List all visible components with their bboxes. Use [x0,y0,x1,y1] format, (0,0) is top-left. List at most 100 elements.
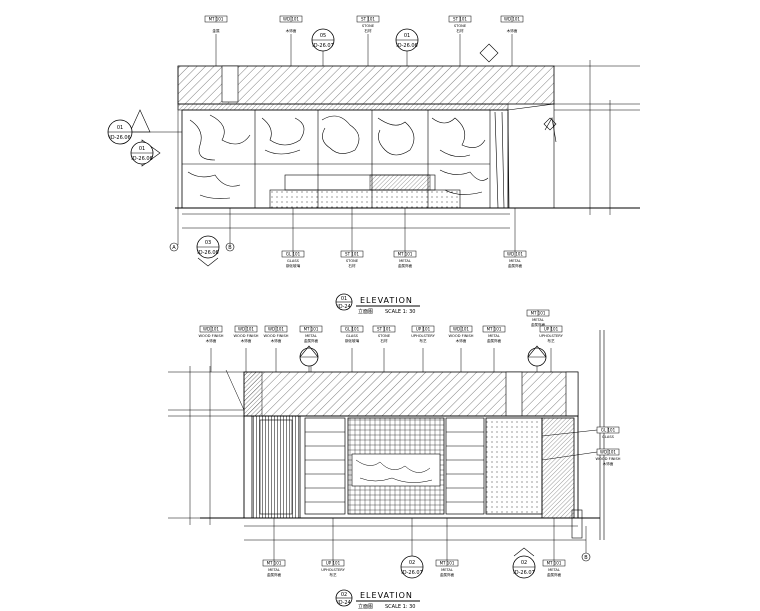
central-stone-feature [351,453,441,487]
tag-tb-1-name: GLASS [287,259,300,263]
tag-top-4-code: ST 101 [453,17,467,22]
level-marks-right [554,60,640,215]
section-bubble-b2: 01 ID-26.06 [130,139,161,167]
side-tag-wood: WD 101 WOOD FINISH 木饰面 [541,448,621,466]
perforated-panel [485,417,543,515]
tag-bottom-6-code: ST 101 [377,327,391,332]
top-tags-row: MT 101 金属 WD 101 木饰面 ST 101 STONE 石材 ST … [204,15,524,66]
title-01-label: ELEVATION [360,296,413,305]
tag-bottom-2-name: WOOD FINISH [234,334,259,338]
tag-bottom-2-cn: 木饰面 [241,338,252,343]
ceiling-box [221,65,239,103]
level-marks-left [168,366,245,525]
section-bubble-b5: 01 ID-26.06 [395,28,419,66]
title-01-scale: SCALE 1: 30 [385,309,415,315]
bottom-low-tags-row: MT 101 METAL 金属饰面 UP 101 UPHOLSTERY 布艺 M… [262,518,566,577]
tag-tb-3-name: METAL [399,259,411,263]
title-block-01: 01 ID-24 ELEVATION 立面图 SCALE 1: 30 [335,293,420,315]
side-tags: GL 101 GLASS WD 101 WOOD FINISH 木饰面 [541,426,621,466]
section-bubble-bottom-2: 02 ID-26.07 [512,547,536,579]
tag-top-3: ST 101 STONE 石材 [356,15,380,66]
tag-top-1: MT 101 金属 [204,15,228,66]
bubble-b6-top: 02 [409,560,415,566]
elevation-02: B [168,330,605,562]
bubble-b7-top: 02 [521,560,527,566]
bubble-b4-top: 05 [320,33,326,39]
tag-tb-4-name: METAL [509,259,521,263]
tag-bottom-3-cn: 木饰面 [271,338,282,343]
bubble-b5-top: 01 [404,33,410,39]
display-shelf-right [445,417,485,515]
grid-label-left-b: B [228,245,232,251]
counter-hatch [369,174,431,191]
ceiling-bulkhead-2 [243,371,579,417]
tag-top-4-cn: 石材 [456,28,464,33]
title-02-code: 02 [341,592,347,598]
tag-bl-2: UP 101 UPHOLSTERY 布艺 [321,518,346,577]
tag-bottom-10-name: UPHOLSTERY [539,334,563,338]
tag-bl-2-cn: 布艺 [329,572,337,577]
tag-top-3-name: STONE [362,24,375,28]
grid-bubble-left-a [169,242,179,252]
tag-metal-top-code: MT 101 [531,311,546,316]
top-bottom-tags-row: GL 101 GLASS 钢化玻璃 ST 101 STONE 石材 MT 101… [281,208,527,268]
tag-bottom-1-cn: 木饰面 [206,338,217,343]
bubble-b4-bottom: ID-26.07 [312,43,333,49]
tag-metal-top-cn: 金属饰面 [531,322,546,327]
ceiling-box-right-2 [505,371,523,417]
tag-bottom-7-cn: 布艺 [419,338,427,343]
section-diamond-top [479,43,499,63]
bubble-b2-top: 01 [139,146,145,152]
ceiling-box-left-2 [243,371,263,417]
tag-bl-3-cn: 金属饰面 [440,572,455,577]
tag-bl-3: MT 101 METAL 金属饰面 [435,518,459,577]
tag-bl-3-name: METAL [441,568,453,572]
bubble-b1-bottom: ID-26.06 [109,135,130,141]
tag-bottom-7-code: UP 101 [416,327,431,332]
tag-bottom-9-cn: 金属饰面 [487,338,502,343]
counter-base [269,189,461,209]
right-return-wall [507,103,555,208]
title-02-sheet: ID-24 [337,600,351,606]
tag-top-2-code: WD 101 [283,17,299,22]
tag-bottom-6-cn: 石材 [380,338,388,343]
tag-top-2: WD 101 木饰面 [279,15,303,66]
tag-bottom-4-code: MT 101 [304,327,319,332]
tag-tb-4-code: WD 101 [507,252,523,257]
tag-tb-1-cn: 钢化玻璃 [286,263,301,268]
shelf-lines-right [446,431,484,503]
grid-label-right-b: B [584,555,588,561]
tag-tb-3-code: MT 101 [398,252,413,257]
side-tag-wood-cn: 木饰面 [603,461,614,466]
section-bubble-b3: 03 ID-26.06 [196,235,220,267]
tag-bottom-5-name: GLASS [346,334,359,338]
title-02-cn: 立面图 [358,603,373,610]
tag-bottom-8-name: WOOD FINISH [449,334,474,338]
grid-bubble-left-b [225,242,235,252]
tag-bottom-5-cn: 钢化玻璃 [345,338,360,343]
tag-bottom-10-cn: 布艺 [547,338,555,343]
tag-tb-4: WD 101 METAL 金属饰面 [503,208,527,268]
title-01-sheet: ID-24 [337,304,351,310]
side-tag-wood-name: WOOD FINISH [596,457,621,461]
title-block-02: 02 ID-24 ELEVATION 立面图 SCALE 1: 30 [335,589,420,610]
elevation-01: A B [169,60,640,252]
tag-bl-4: MT 101 METAL 金属饰面 [542,518,566,577]
bubble-b5-bottom: ID-26.06 [396,43,417,49]
tag-bl-3-code: MT 101 [440,561,455,566]
tag-bottom-1-code: WD 101 [203,327,219,332]
side-tag-glass-name: GLASS [602,435,615,439]
tag-tb-3-cn: 金属饰面 [398,263,413,268]
tag-top-4-name: STONE [454,24,467,28]
tag-bl-4-name: METAL [548,568,560,572]
tag-bottom-7-name: UPHOLSTERY [411,334,435,338]
display-shelf-left [304,417,346,515]
